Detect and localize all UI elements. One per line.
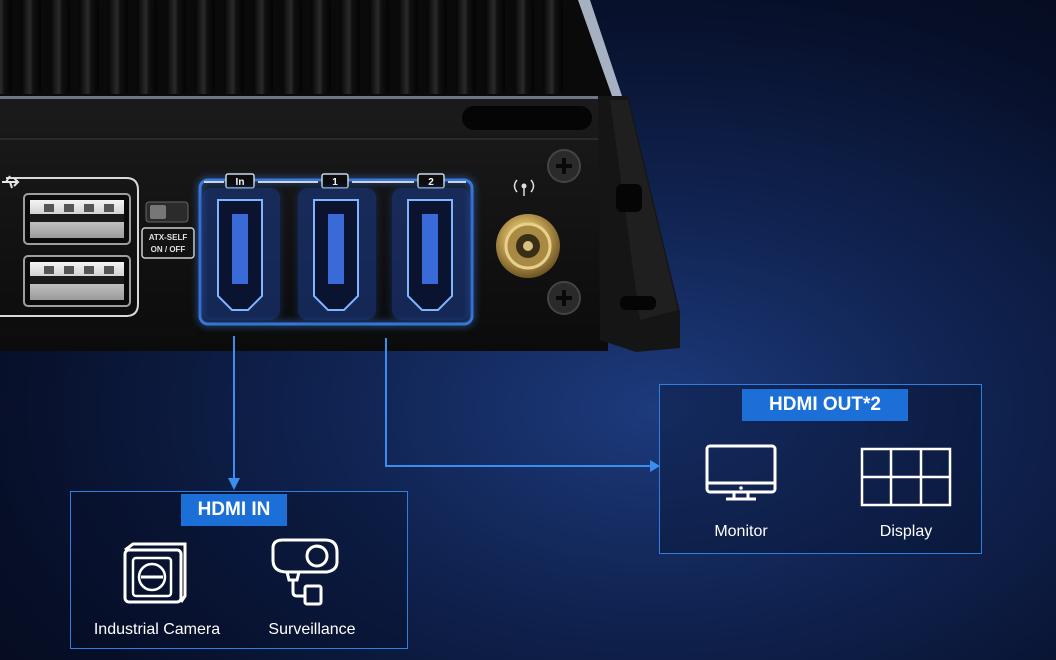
heatsink-fin — [282, 0, 302, 94]
heatsink-fin — [369, 0, 389, 94]
usb-port-bottom — [23, 255, 131, 307]
connector-lines — [228, 336, 660, 490]
wifi-antenna-icon — [513, 179, 535, 196]
usb-port-group — [0, 175, 139, 317]
heatsink-fin — [456, 0, 476, 94]
hdmi-out-title: HDMI OUT*2 — [742, 389, 908, 421]
hdmi-in-title: HDMI IN — [181, 494, 287, 526]
display-label: Display — [879, 523, 933, 540]
heatsink-fin — [0, 0, 12, 94]
heatsink-fin — [427, 0, 447, 94]
usb-port-top — [23, 193, 131, 245]
monitor-label: Monitor — [714, 523, 768, 540]
screw-top — [547, 149, 581, 183]
hdmi-out-box: HDMI OUT*2 Monitor Display — [659, 384, 982, 554]
heatsink-fin — [50, 0, 70, 94]
heatsink-fin — [166, 0, 186, 94]
heatsink-fin — [398, 0, 418, 94]
heatsink-fin — [311, 0, 331, 94]
surveillance-label: Surveillance — [268, 621, 356, 638]
atx-switch: ATX-SELF ON / OFF — [141, 201, 195, 259]
hdmi-out-port-2: 2 — [392, 173, 470, 320]
hdmi-port-tag-in: In — [236, 177, 245, 188]
heatsink-fin — [195, 0, 215, 94]
heatsink-fin — [514, 0, 534, 94]
heatsink-fins — [0, 0, 622, 96]
hdmi-port-tag-2: 2 — [428, 177, 434, 188]
industrial-camera-label: Industrial Camera — [93, 621, 221, 638]
heatsink-fin — [253, 0, 273, 94]
industrial-camera-icon — [123, 542, 187, 604]
display-grid-icon — [860, 447, 952, 507]
antenna-connector — [496, 179, 560, 278]
hdmi-in-box: HDMI IN Industrial Camera Surveillance — [70, 491, 408, 649]
hdmi-in-port: In — [202, 173, 280, 320]
heatsink-fin — [543, 0, 563, 94]
heatsink-fin — [485, 0, 505, 94]
usb-icon — [2, 175, 20, 189]
heatsink-fin — [137, 0, 157, 94]
atx-switch-label-2: ON / OFF — [151, 245, 186, 254]
hdmi-port-tag-1: 1 — [332, 177, 338, 188]
hdmi-out-port-1: 1 — [298, 173, 376, 320]
heatsink-fin — [21, 0, 41, 94]
heatsink-fin — [224, 0, 244, 94]
atx-switch-label-1: ATX-SELF — [149, 233, 188, 242]
heatsink-fin — [340, 0, 360, 94]
screw-bottom — [547, 281, 581, 315]
surveillance-camera-icon — [271, 538, 339, 606]
hdmi-port-group: In 1 2 — [198, 173, 474, 326]
heatsink-fin — [108, 0, 128, 94]
heatsink-fin — [79, 0, 99, 94]
monitor-icon — [705, 444, 777, 501]
